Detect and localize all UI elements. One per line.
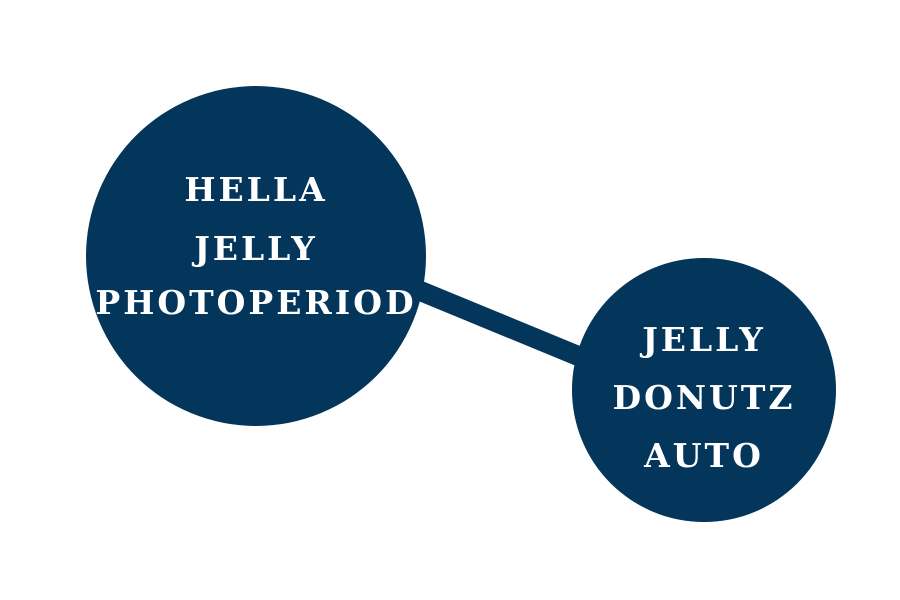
node-offspring-line-2: DONUTZ [613, 378, 796, 417]
node-parent-line-3: PHOTOPERIOD [95, 283, 416, 322]
connector-line [414, 280, 587, 368]
node-offspring-label: JELLY DONUTZ AUTO [613, 320, 796, 475]
node-offspring-line-3: AUTO [643, 436, 764, 475]
node-parent-label: HELLA JELLY PHOTOPERIOD [95, 170, 416, 322]
node-offspring-line-1: JELLY [639, 320, 766, 359]
node-parent-line-1: HELLA [184, 170, 327, 209]
node-parent-line-2: JELLY [191, 229, 318, 268]
node-parent-circle [86, 86, 426, 426]
node-offspring-circle [572, 258, 836, 522]
